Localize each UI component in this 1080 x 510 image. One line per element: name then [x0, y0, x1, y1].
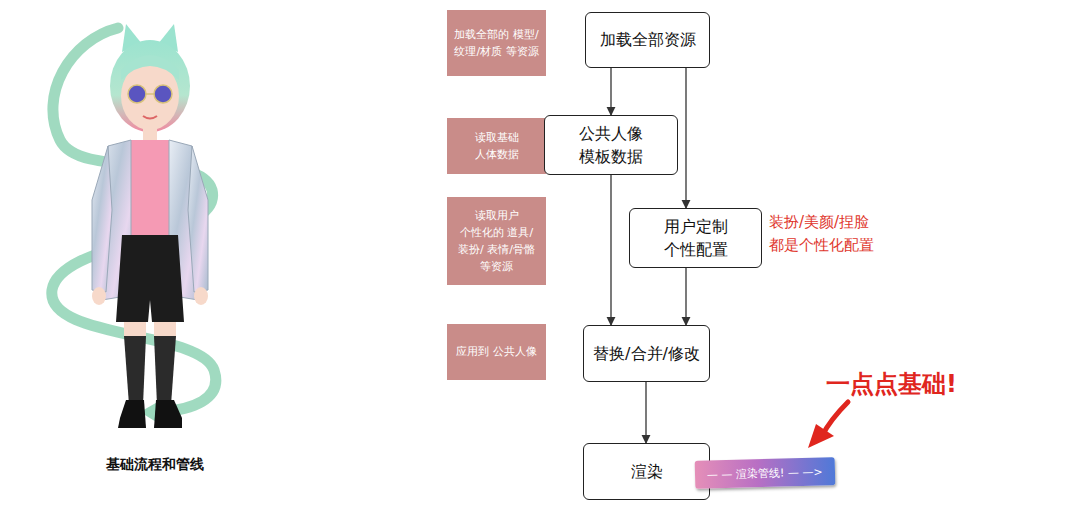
caption: 基础流程和管线 — [60, 456, 250, 474]
step-note: 应用到 公共人像 — [447, 324, 546, 380]
node-text: 公共人像 模板数据 — [549, 122, 673, 168]
node-text: 应用到 公共人像 — [456, 343, 537, 360]
callout-text: 一点点基础! — [826, 368, 957, 400]
process-box: 用户定制 个性配置 — [629, 208, 762, 268]
flow-arrow — [610, 175, 611, 325]
step-note: 读取基础 人体数据 — [447, 118, 546, 174]
flow-arrow — [645, 382, 646, 443]
node-text: 渲染 — [631, 460, 663, 483]
flow-arrow — [685, 268, 686, 325]
process-box: 渲染 — [583, 443, 710, 500]
process-box: 公共人像 模板数据 — [544, 115, 678, 175]
node-text: 用户定制 个性配置 — [634, 215, 757, 261]
flow-arrow — [610, 68, 611, 115]
node-text: — — 渲染管线! — —> — [707, 464, 823, 482]
pipeline-tag: — — 渲染管线! — —> — [695, 457, 835, 489]
step-note: 读取用户 个性化的 道具/装扮/ 表情/骨骼 等资源 — [447, 197, 546, 285]
annotation-text: 装扮/美颜/捏脸 都是个性化配置 — [769, 211, 897, 258]
step-note: 加载全部的 模型/纹理/材质 等资源 — [447, 10, 546, 76]
flow-arrow — [685, 68, 686, 208]
node-text: 读取基础 人体数据 — [451, 129, 542, 163]
green-swirl-arrow — [52, 28, 216, 412]
node-text: 替换/合并/修改 — [593, 342, 700, 365]
node-text: 读取用户 个性化的 道具/装扮/ 表情/骨骼 等资源 — [451, 207, 542, 275]
process-box: 加载全部资源 — [585, 12, 710, 68]
node-text: 加载全部的 模型/纹理/材质 等资源 — [451, 26, 542, 60]
node-text: 加载全部资源 — [600, 28, 696, 51]
process-box: 替换/合并/修改 — [583, 325, 710, 382]
avatar-figure — [92, 24, 208, 428]
